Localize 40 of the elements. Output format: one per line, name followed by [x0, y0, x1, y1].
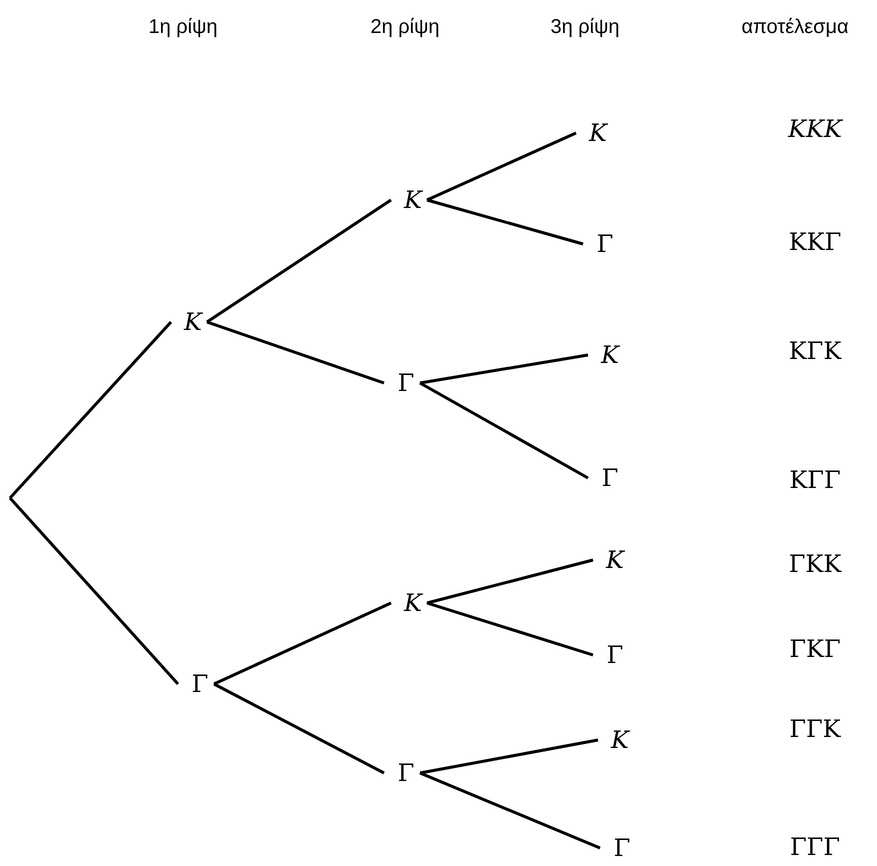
- tree-branch: [419, 772, 601, 850]
- column-header: αποτέλεσμα: [740, 17, 850, 37]
- outcome-label: K: [604, 724, 636, 756]
- tree-branch: [213, 682, 385, 774]
- outcome-label: Γ: [606, 832, 638, 864]
- column-header: 1η ρίψη: [147, 17, 218, 37]
- tree-branch: [420, 738, 598, 774]
- outcome-label: K: [177, 306, 209, 338]
- result-label: ΓKΓ: [788, 637, 842, 661]
- tree-branch: [213, 602, 392, 686]
- outcome-label: Γ: [594, 462, 626, 494]
- result-label: KΓK: [788, 339, 843, 363]
- column-header: 3η ρίψη: [549, 17, 620, 37]
- tree-branch: [8, 320, 172, 500]
- result-label: ΓΓΓ: [789, 835, 841, 859]
- tree-branch: [8, 497, 180, 685]
- tree-branch: [426, 602, 594, 656]
- outcome-label: Γ: [589, 228, 621, 260]
- result-label: KKΓ: [788, 230, 842, 254]
- outcome-label: Γ: [390, 367, 422, 399]
- tree-branch: [420, 354, 588, 384]
- tree-branch: [426, 198, 584, 246]
- result-label: KΓΓ: [788, 468, 842, 492]
- outcome-label: K: [397, 184, 429, 216]
- outcome-label: K: [582, 117, 614, 149]
- tree-branch: [419, 382, 589, 480]
- result-label: ΓKK: [788, 552, 843, 576]
- result-label: KKK: [786, 117, 844, 141]
- result-label: ΓΓK: [788, 717, 842, 741]
- outcome-label: Γ: [184, 668, 216, 700]
- tree-branch: [426, 558, 594, 604]
- tree-branch: [206, 198, 392, 324]
- outcome-label: Γ: [390, 757, 422, 789]
- column-header: 2η ρίψη: [369, 17, 440, 37]
- outcome-label: Γ: [599, 639, 631, 671]
- outcome-label: K: [594, 339, 626, 371]
- tree-branch: [426, 132, 577, 202]
- tree-branch: [206, 320, 384, 384]
- outcome-label: K: [397, 587, 429, 619]
- outcome-label: K: [599, 544, 631, 576]
